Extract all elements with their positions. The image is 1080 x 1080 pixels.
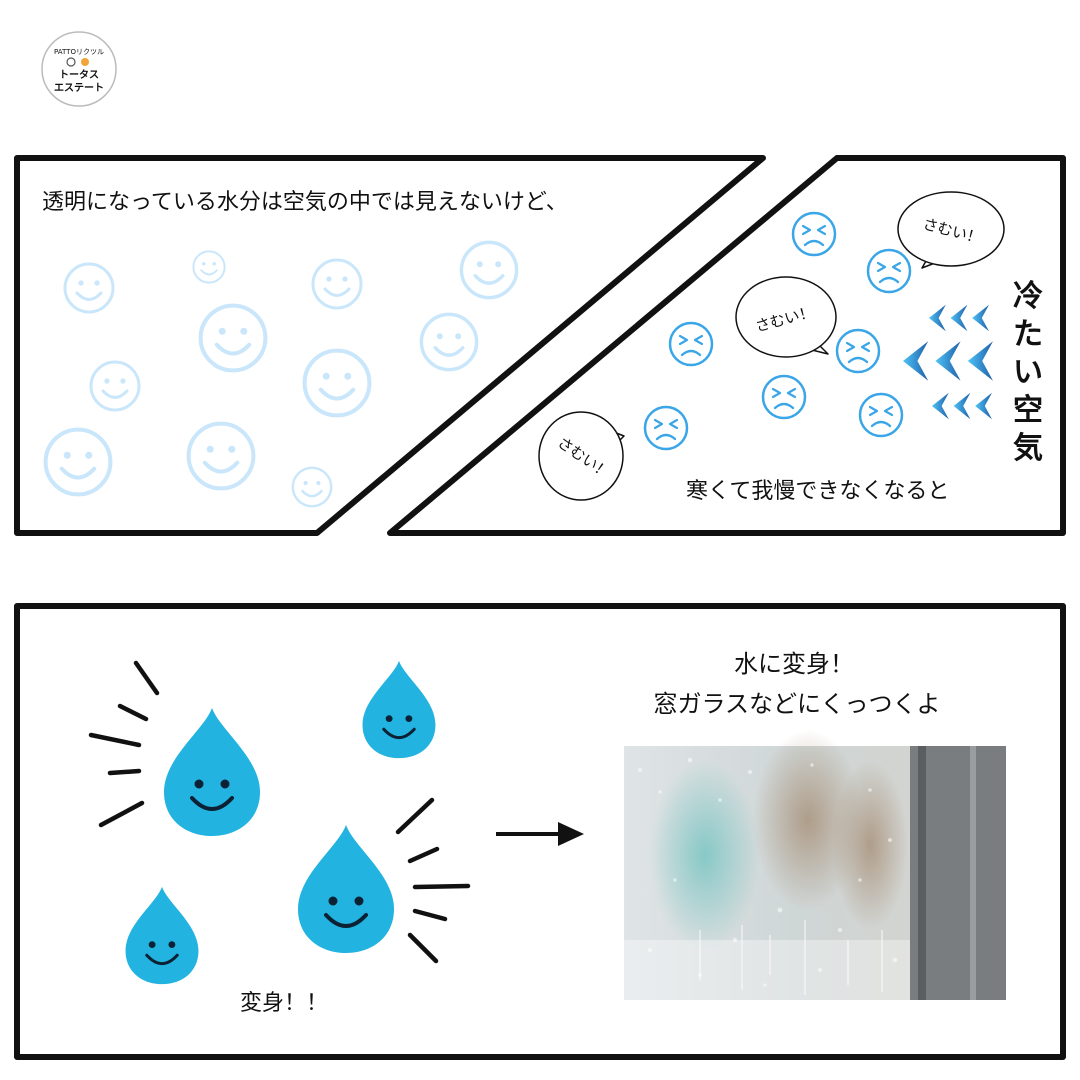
drip-streaks xyxy=(699,920,883,995)
cold-air-char-1: 冷 xyxy=(1013,279,1043,314)
panel-2: さむい！ さむい！ さむい！ 冷 た い 空 気 寒くて我慢できなくなると xyxy=(387,155,1066,536)
cold-air-char-3: い xyxy=(1013,355,1043,390)
logo-animal-icon xyxy=(66,57,89,67)
speech-bubble-3: さむい！ xyxy=(538,411,625,501)
cold-air-char-4: 空 xyxy=(1013,393,1043,428)
condensation-photo xyxy=(624,730,1006,1000)
panel-3-caption-line2: 窓ガラスなどにくっつくよ xyxy=(653,690,940,718)
water-droplets xyxy=(638,757,898,987)
emphasis-lines xyxy=(88,660,471,964)
panel-3-caption-line1: 水に変身！ xyxy=(734,650,854,678)
panel-1-caption: 透明になっている水分は空気の中では見えないけど、 xyxy=(42,190,568,215)
panel-2-caption: 寒くて我慢できなくなると xyxy=(686,479,949,504)
cold-air-label: 冷 た い 空 気 xyxy=(1013,279,1043,466)
cold-air-char-5: 気 xyxy=(1013,431,1043,466)
right-arrow-icon xyxy=(496,822,584,846)
speech-bubble-1: さむい！ xyxy=(897,191,1005,269)
transform-label: 変身！！ xyxy=(240,991,328,1016)
logo: PATTOリクツル トータス エステート xyxy=(41,31,117,107)
logo-line2: エステート xyxy=(54,82,104,94)
logo-arc-text: PATTOリクツル xyxy=(54,48,104,56)
speech-bubble-2: さむい！ xyxy=(735,276,837,358)
cold-air-char-2: た xyxy=(1013,317,1043,352)
panel-1: 透明になっている水分は空気の中では見えないけど、 xyxy=(14,155,766,536)
logo-line1: トータス xyxy=(59,69,99,81)
panel-3: 変身！！ 水に変身！ 窓ガラスなどにくっつくよ xyxy=(14,603,1066,1060)
